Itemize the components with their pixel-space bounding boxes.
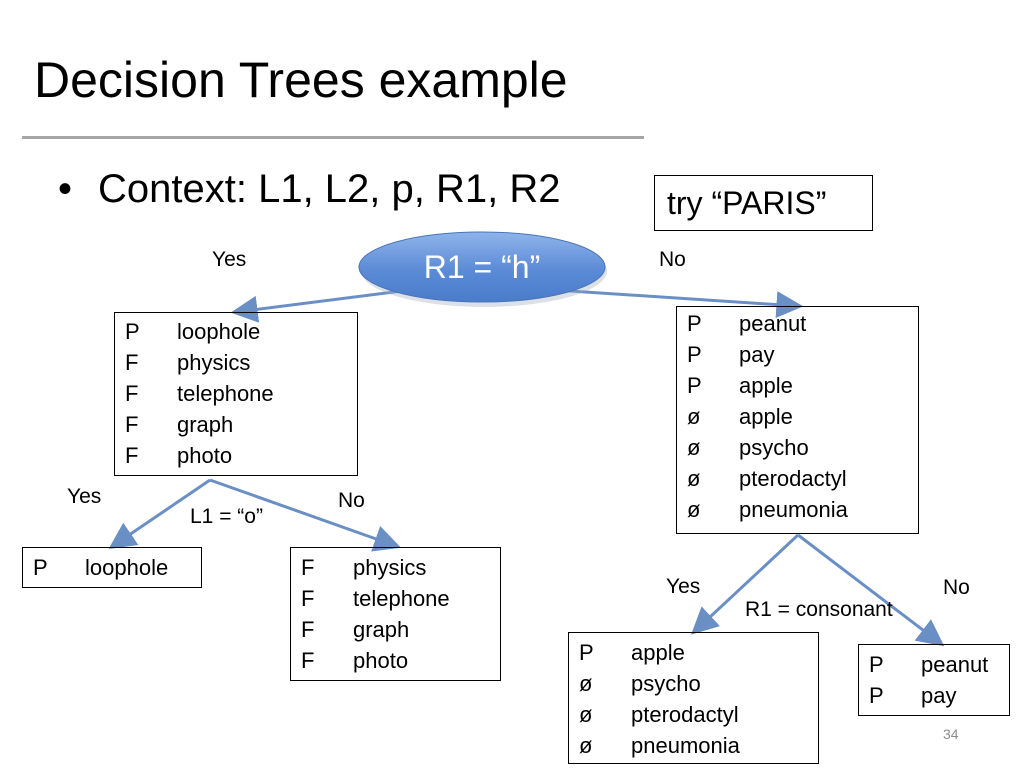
edge-root-no: [554, 288, 804, 319]
edge-root-yes: [230, 288, 411, 323]
root-no-label: No: [659, 248, 686, 271]
left-no-label: No: [338, 489, 365, 512]
edge-right-yes: [691, 533, 800, 635]
right-no-label: No: [943, 576, 970, 599]
edge-left-no: [209, 478, 402, 552]
title-divider: [22, 136, 644, 139]
edge-right-no: [797, 533, 945, 647]
root-node: [358, 231, 606, 303]
context-text: Context: L1, L2, p, R1, R2: [98, 167, 561, 211]
context-bullet: • Context: L1, L2, p, R1, R2: [58, 165, 560, 213]
root-question: R1 = “h”: [423, 249, 541, 285]
bullet-symbol: •: [58, 167, 73, 211]
left-question: L1 = “o”: [190, 505, 263, 528]
try-paris-box: try “PARIS”: [654, 175, 873, 231]
right-question: R1 = consonant: [745, 598, 893, 621]
page-number: 34: [943, 726, 959, 742]
slide-title: Decision Trees example: [34, 52, 568, 108]
edge-left-yes: [108, 478, 211, 550]
root-yes-label: Yes: [212, 248, 247, 271]
right-yes-label: Yes: [666, 575, 701, 598]
left-yes-label: Yes: [67, 485, 102, 508]
